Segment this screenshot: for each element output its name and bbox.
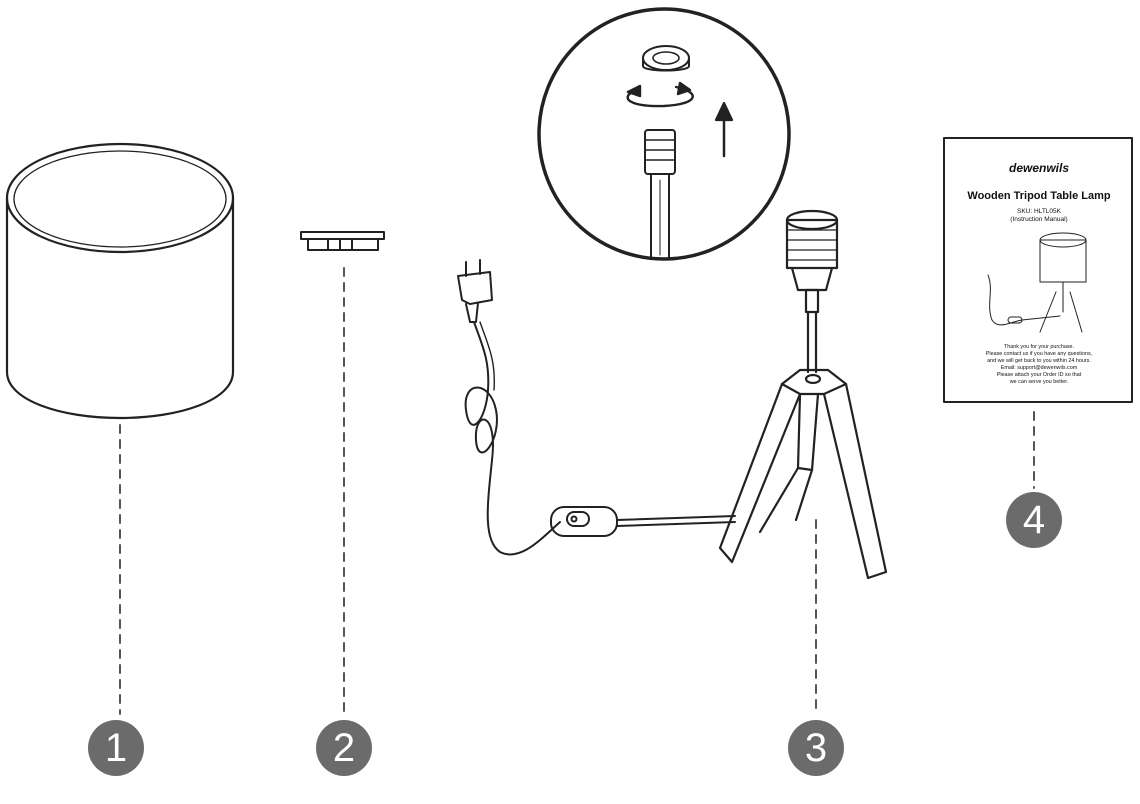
shade-ring (300, 231, 385, 251)
label-3: 3 (788, 720, 844, 776)
label-4: 4 (1006, 492, 1062, 548)
manual-body-line: Please contact us if you have any questi… (985, 351, 1093, 357)
manual-sku: SKU: HLTL05K (1017, 208, 1061, 215)
instruction-manual (943, 137, 1133, 403)
manual-title: Wooden Tripod Table Lamp (967, 190, 1111, 202)
manual-body: Thank you for your purchase. Please cont… (946, 344, 1132, 386)
manual-lamp-illustration (987, 232, 1087, 333)
manual-body-line: and we will get back to you within 24 ho… (987, 358, 1091, 364)
manual-brand: dewenwils (1008, 161, 1070, 175)
label-2: 2 (316, 720, 372, 776)
manual-body-line: we can serve you better. (1009, 379, 1069, 385)
manual-body-line: Thank you for your purchase. (1003, 344, 1075, 350)
rotate-arrow-icon (626, 81, 694, 108)
up-arrow-icon (714, 101, 734, 158)
manual-body-line: Email: support@dewenwils.com (1000, 365, 1078, 371)
label-1: 1 (88, 720, 144, 776)
tripod-base (718, 209, 888, 580)
manual-subtitle: (Instruction Manual) (1010, 216, 1068, 223)
plug-cord-switch (457, 259, 736, 556)
manual-body-line: Please attach your Order ID so that (996, 372, 1082, 378)
detail-circle (537, 7, 791, 261)
drum-lampshade (5, 142, 235, 420)
